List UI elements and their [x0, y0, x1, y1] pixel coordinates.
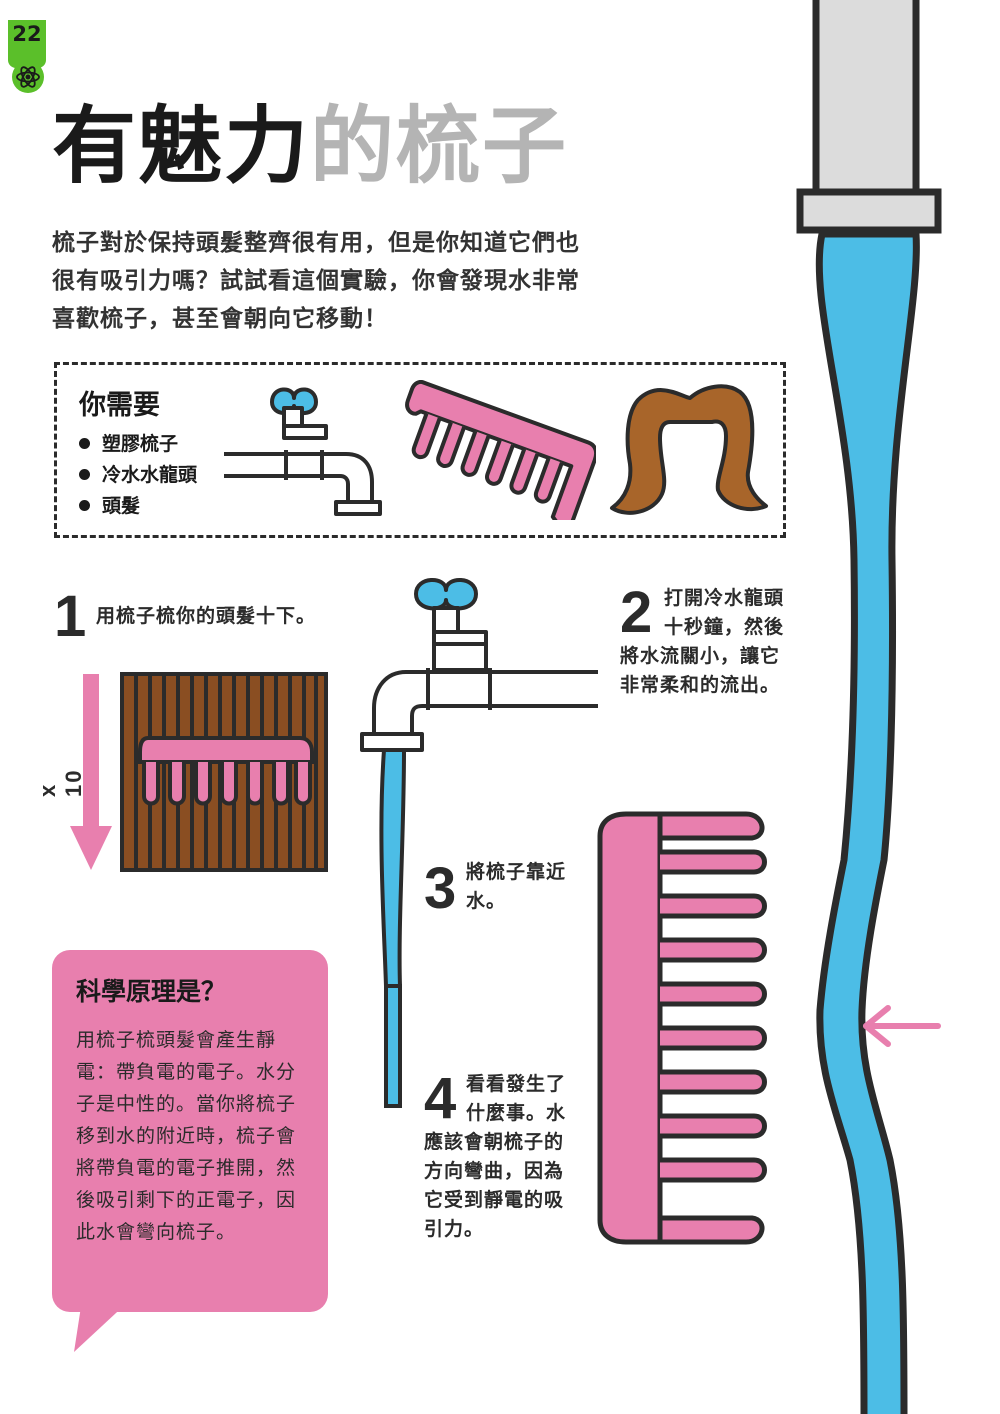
science-line: 子是中性的。當你將梳子 — [76, 1093, 297, 1115]
page-title: 有魅力的梳子 — [52, 104, 568, 188]
science-text: 用梳子梳頭髮會產生靜 電：帶負電的電子。水分 子是中性的。當你將梳子 移到水的附… — [76, 1024, 308, 1248]
step-1-number: 1 — [54, 584, 87, 649]
science-line: 用梳子梳頭髮會產生靜 — [76, 1029, 277, 1051]
step-4-text: 看看發生了 什麼事。水 應該會朝梳子的 方向彎曲，因為 它受到靜電的吸 引力。 — [424, 1070, 594, 1244]
intro-line: 很有吸引力嗎？試試看這個實驗，你會發現水非常 — [52, 268, 580, 294]
materials-item: 塑膠梳子 — [79, 429, 197, 460]
speech-bubble-tail — [74, 1300, 130, 1352]
step-1-text: 用梳子梳你的頭髮十下。 — [96, 602, 316, 631]
materials-item: 頭髮 — [79, 491, 197, 522]
step-2-line: 十秒鐘，然後 — [664, 616, 785, 638]
intro-line: 梳子對於保持頭髮整齊很有用，但是你知道它們也 — [52, 230, 580, 256]
step-2-line: 非常柔和的流出。 — [620, 674, 781, 696]
step-2-number: 2 — [620, 580, 653, 645]
step-4-number: 4 — [424, 1066, 457, 1131]
comb-icon — [405, 380, 596, 520]
page-number: 22 — [12, 22, 42, 46]
left-arrow-icon — [863, 1005, 941, 1047]
combing-hair-illustration — [120, 672, 328, 872]
step-3-number: 3 — [424, 856, 457, 921]
materials-box: 你需要 塑膠梳子 冷水水龍頭 頭髮 — [54, 362, 786, 538]
step-4-line: 方向彎曲，因為 — [424, 1160, 565, 1182]
down-arrow-icon — [70, 674, 112, 870]
science-line: 電：帶負電的電子。水分 — [76, 1061, 297, 1083]
step-4-line: 應該會朝梳子的 — [424, 1131, 565, 1153]
science-heading: 科學原理是？ — [76, 977, 227, 1006]
page-number-tab: 22 — [8, 20, 46, 68]
science-line: 此水會彎向梳子。 — [76, 1221, 237, 1243]
science-explanation-box: 科學原理是？ 用梳子梳頭髮會產生靜 電：帶負電的電子。水分 子是中性的。當你將梳… — [52, 950, 328, 1312]
faucet-icon — [360, 578, 598, 1108]
step-2-line: 打開冷水龍頭 — [664, 587, 785, 609]
science-line: 後吸引剩下的正電子，因 — [76, 1189, 297, 1211]
faucet-icon — [224, 387, 382, 516]
step-2-line: 將水流關小，讓它 — [620, 645, 781, 667]
step-2-text: 打開冷水龍頭 十秒鐘，然後 將水流關小，讓它 非常柔和的流出。 — [620, 584, 810, 700]
title-part-1: 有魅力 — [52, 97, 311, 195]
materials-list: 塑膠梳子 冷水水龍頭 頭髮 — [79, 429, 197, 522]
intro-paragraph: 梳子對於保持頭髮整齊很有用，但是你知道它們也 很有吸引力嗎？試試看這個實驗，你會… — [52, 224, 652, 338]
step-4-line: 引力。 — [424, 1218, 485, 1240]
materials-item: 冷水水龍頭 — [79, 460, 197, 491]
comb-icon — [597, 811, 767, 1245]
step-3-line: 將梳子靠近 — [466, 861, 567, 883]
bending-water-stream — [796, 0, 942, 1414]
step-4-line: 什麼事。水 — [466, 1102, 567, 1124]
hair-icon — [610, 384, 768, 515]
science-line: 移到水的附近時，梳子會 — [76, 1125, 297, 1147]
title-part-2: 的梳子 — [310, 97, 569, 195]
step-3-line: 水。 — [466, 890, 507, 912]
step-4-line: 它受到靜電的吸 — [424, 1189, 565, 1211]
intro-line: 喜歡梳子，甚至會朝向它移動！ — [52, 306, 388, 332]
science-line: 將帶負電的電子推開，然 — [76, 1157, 297, 1179]
atom-icon — [12, 61, 44, 93]
step-4-line: 看看發生了 — [466, 1073, 567, 1095]
step-3-text: 將梳子靠近 水。 — [466, 858, 566, 916]
step-1-line: 用梳子梳你的頭髮十下。 — [96, 605, 317, 627]
materials-heading: 你需要 — [79, 390, 160, 421]
